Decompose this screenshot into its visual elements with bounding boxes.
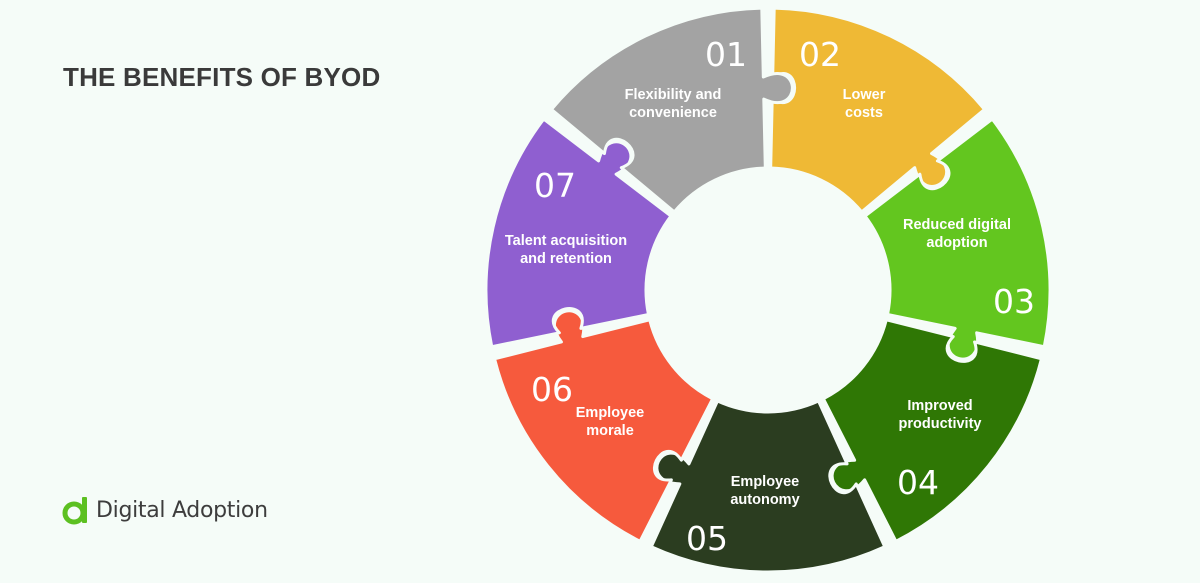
segment-label-line: costs — [845, 105, 883, 121]
segment-label-03: Reduced digital adoption — [903, 217, 1011, 251]
page-title: THE BENEFITS OF BYOD — [63, 62, 381, 92]
segment-label-06: Employee morale — [576, 405, 645, 439]
segment-number-04: 04 — [897, 463, 939, 502]
segment-label-line: convenience — [629, 105, 717, 121]
brand-name: Digital Adoption — [96, 497, 268, 523]
segment-number-05: 05 — [686, 519, 728, 558]
segment-label-line: autonomy — [730, 492, 799, 508]
segment-label-line: morale — [586, 423, 634, 439]
digital-adoption-logo-icon — [62, 497, 87, 525]
segment-label-07: Talent acquisition and retention — [505, 233, 627, 267]
segment-label-line: adoption — [926, 235, 987, 251]
segment-label-line: and retention — [520, 251, 612, 267]
segment-label-05: Employee autonomy — [730, 474, 799, 508]
segment-label-01: Flexibility and convenience — [625, 87, 722, 121]
segment-label-line: Reduced digital — [903, 217, 1011, 233]
segment-label-line: Talent acquisition — [505, 233, 627, 249]
brand-logo: Digital Adoption — [62, 493, 268, 527]
segment-label-line: productivity — [899, 416, 982, 432]
segment-label-line: Improved — [907, 398, 972, 414]
segment-number-06: 06 — [531, 370, 573, 409]
segment-label-04: Improved productivity — [899, 398, 982, 432]
segment-number-01: 01 — [705, 35, 747, 74]
segment-number-02: 02 — [799, 35, 841, 74]
segment-label-02: Lower costs — [843, 87, 886, 121]
segment-label-line: Employee — [576, 405, 645, 421]
segment-label-line: Employee — [731, 474, 800, 490]
segment-number-07: 07 — [534, 166, 576, 205]
segment-label-line: Lower — [843, 87, 886, 103]
segment-number-03: 03 — [993, 282, 1035, 321]
puzzle-piece-07 — [549, 6, 794, 214]
segment-label-line: Flexibility and — [625, 87, 722, 103]
